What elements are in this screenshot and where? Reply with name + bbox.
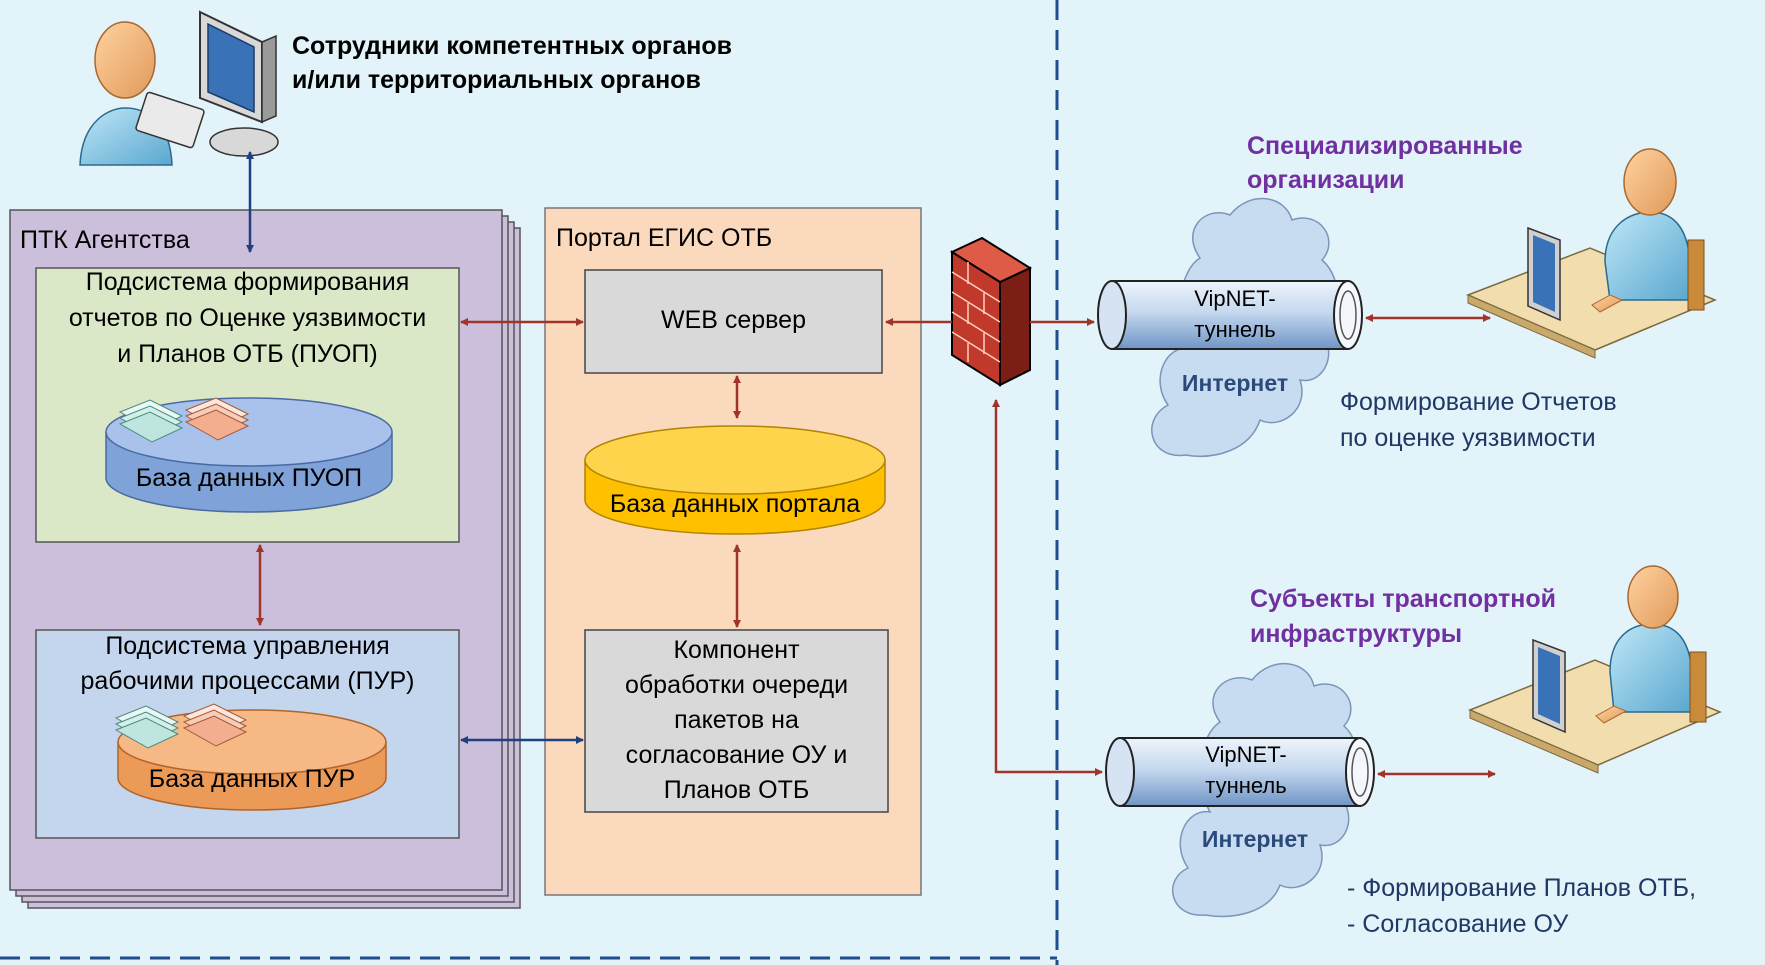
- document-stack-icon: [114, 703, 248, 749]
- staff-label-line1: Сотрудники компетентных органов: [292, 32, 733, 60]
- user-workstation-icon: [1466, 148, 1717, 359]
- component-line1: Компонент: [673, 636, 800, 664]
- subjects-desc-line1: - Формирование Планов ОТБ,: [1347, 874, 1697, 902]
- subjects-title-line1: Субъекты транспортной: [1250, 585, 1556, 613]
- portal-title: Портал ЕГИС ОТБ: [556, 224, 773, 252]
- puop-title-line1: Подсистема формирования: [85, 268, 410, 296]
- vipnet-tunnel-bottom: [1105, 737, 1375, 807]
- subjects-desc-line2: - Согласование ОУ: [1347, 910, 1569, 938]
- connector-firewall-tunnel-bottom: [992, 399, 1103, 776]
- tunnel-top-line1: VipNET-: [1194, 286, 1276, 311]
- specialized-title-line1: Специализированные: [1247, 132, 1523, 160]
- puop-title-line3: и Планов ОТБ (ПУОП): [117, 340, 378, 368]
- component-line3: пакетов на: [674, 706, 799, 734]
- internet-bottom-label: Интернет: [1201, 826, 1309, 852]
- internet-top-label: Интернет: [1181, 370, 1289, 396]
- staff-label-line2: и/или территориальных органов: [292, 66, 701, 94]
- pur-title-line1: Подсистема управления: [105, 632, 390, 660]
- specialized-desc-line2: по оценке уязвимости: [1340, 424, 1596, 452]
- specialized-title-line2: организации: [1247, 166, 1405, 194]
- tunnel-top-line2: туннель: [1194, 317, 1276, 342]
- web-server-label: WEB сервер: [660, 306, 806, 334]
- component-line4: согласование ОУ и: [625, 741, 848, 769]
- vipnet-tunnel-top: [1097, 280, 1363, 350]
- specialized-desc-line1: Формирование Отчетов: [1340, 388, 1617, 416]
- portal-db-label: База данных портала: [609, 490, 861, 518]
- queue-component-box: [584, 629, 889, 813]
- pur-db-label: База данных ПУР: [148, 765, 356, 793]
- tunnel-bottom-line1: VipNET-: [1205, 742, 1287, 767]
- user-workstation-icon: [79, 10, 279, 166]
- ptk-title: ПТК Агентства: [20, 226, 190, 254]
- component-line5: Планов ОТБ: [663, 776, 810, 804]
- puop-db-label: База данных ПУОП: [135, 464, 363, 492]
- pur-title-line2: рабочими процессами (ПУР): [80, 667, 415, 695]
- puop-title-line2: отчетов по Оценке уязвимости: [68, 304, 427, 332]
- portal-database: [584, 425, 886, 535]
- web-server-box: [584, 269, 883, 374]
- subjects-title-line2: инфраструктуры: [1250, 620, 1463, 648]
- user-workstation-icon: [1468, 565, 1722, 774]
- component-line2: обработки очереди: [624, 671, 849, 699]
- pur-database: [117, 709, 387, 811]
- tunnel-bottom-line2: туннель: [1205, 773, 1287, 798]
- firewall-icon: [949, 236, 1033, 387]
- document-stack-icon: [118, 397, 250, 443]
